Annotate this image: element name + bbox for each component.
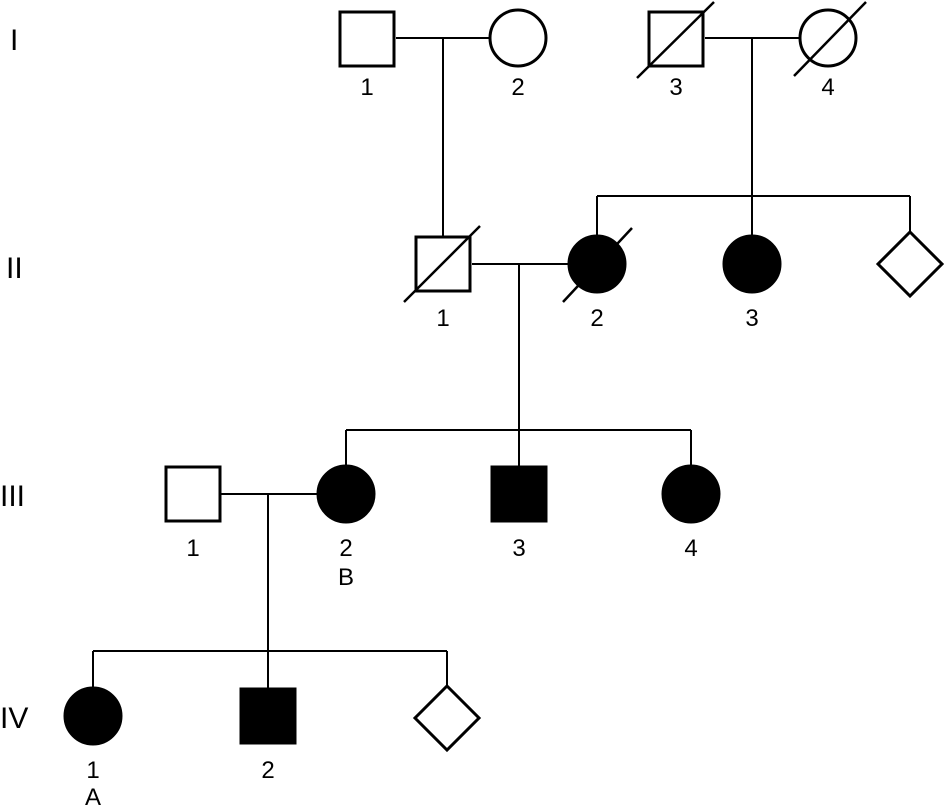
individual-iii1-number: 1 (186, 535, 199, 562)
individual-iv1-female-symbol (63, 686, 123, 746)
individual-ii3-number: 3 (745, 305, 758, 332)
individual-i4-deceased-slash (793, 1, 867, 77)
individual-i2-female-symbol (488, 8, 548, 68)
individual-iii2-number: 2 (339, 535, 352, 562)
individual-ii2-deceased-slash (562, 227, 633, 303)
individual-ii1-deceased-slash (403, 225, 481, 303)
generation-label-iv: IV (0, 702, 28, 735)
individual-iii4-number: 4 (684, 535, 697, 562)
generation-label-ii: II (6, 252, 23, 285)
individual-i1-male-symbol (338, 10, 396, 68)
individual-iii2-female-symbol (316, 464, 376, 524)
relationship-lines (92, 37, 911, 688)
individual-iv1-note: A (85, 784, 101, 808)
individual-i3-number: 3 (669, 74, 682, 101)
individual-ii3-female-symbol (722, 234, 782, 294)
individual-iii4-female-symbol (661, 464, 721, 524)
individual-i1-number: 1 (360, 74, 373, 101)
individual-i2-number: 2 (511, 74, 524, 101)
individual-iii3-number: 3 (512, 535, 525, 562)
individual-iv2-male-symbol (239, 687, 297, 745)
generation-label-iii: III (0, 480, 25, 513)
individual-i3-deceased-slash (636, 1, 715, 79)
individual-iv1-number: 1 (86, 757, 99, 784)
individual-iv3-unknown-sex-symbol (412, 683, 482, 753)
individual-iii3-male-symbol (490, 465, 548, 523)
individual-iii2-note: B (338, 564, 354, 591)
individual-i4-female-symbol (798, 8, 858, 68)
individual-iii1-male-symbol (164, 465, 222, 523)
individual-ii4-unknown-sex-symbol (875, 229, 945, 299)
generation-label-i: I (10, 24, 18, 57)
individual-ii1-number: 1 (436, 305, 449, 332)
individual-iv2-number: 2 (261, 757, 274, 784)
individual-ii2-number: 2 (590, 305, 603, 332)
individual-i4-number: 4 (821, 74, 834, 101)
